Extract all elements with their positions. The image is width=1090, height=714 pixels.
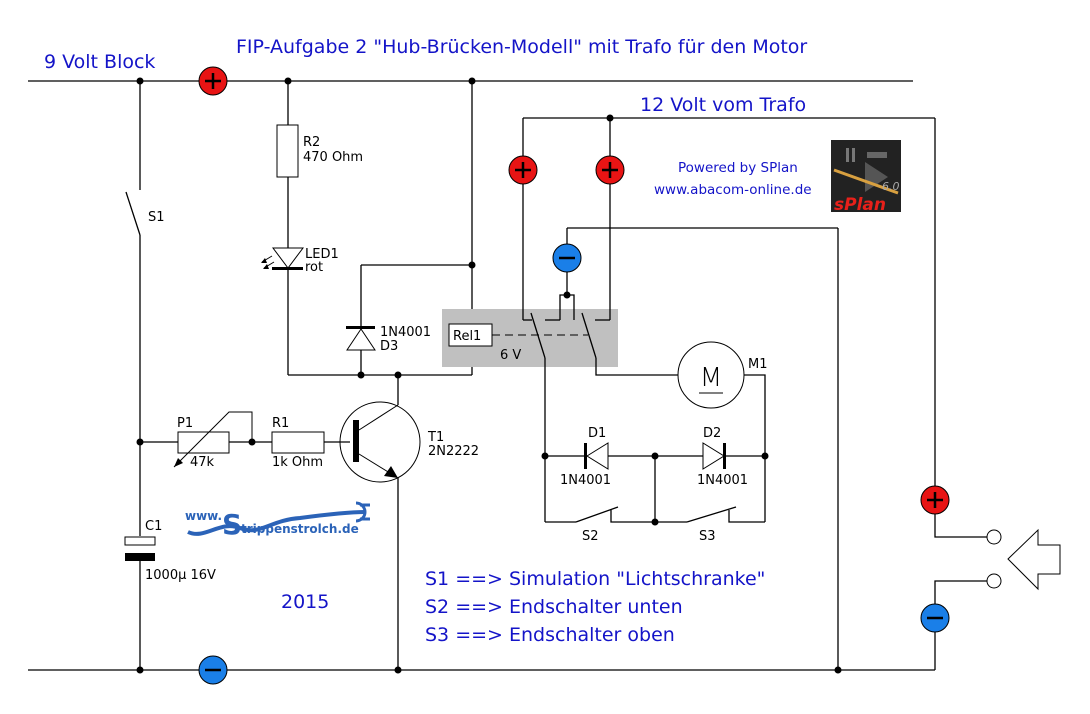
r2-value: 470 Ohm (303, 150, 363, 165)
transistor-t1 (339, 401, 421, 483)
t1-label: T1 (427, 430, 444, 445)
supply-minus-terminal (198, 655, 228, 685)
s1-label: S1 (148, 210, 165, 225)
resistor-r1 (271, 431, 325, 454)
wire (595, 358, 678, 376)
watermark-prefix: www. (185, 509, 222, 523)
trafo-minus-terminal (552, 243, 582, 273)
legend-line-1: S1 ==> Simulation "Lichtschranke" (425, 568, 765, 590)
d2-label: D2 (703, 426, 721, 441)
switch-s1 (125, 191, 141, 236)
legend-line-2: S2 ==> Endschalter unten (425, 596, 683, 618)
watermark-logo: www. S trippenstrolch.de (185, 501, 370, 541)
rel1-label: Rel1 (453, 329, 481, 344)
junction (651, 518, 659, 526)
watermark-initial: S (222, 508, 242, 541)
splan-logo-text: sPlan (834, 195, 886, 215)
powered-by-line1: Powered by SPlan (678, 160, 798, 176)
m1-label: M1 (748, 357, 768, 372)
t1-value: 2N2222 (428, 444, 479, 459)
junction (394, 371, 402, 379)
resistor-r2 (276, 124, 299, 178)
wire (559, 294, 575, 320)
splan-logo-version: 6.0 (882, 180, 900, 193)
year-label: 2015 (281, 591, 329, 613)
d2-value: 1N4001 (697, 473, 748, 488)
s3-label: S3 (699, 529, 716, 544)
powered-by-line2: www.abacom-online.de (654, 182, 812, 198)
d1-label: D1 (588, 426, 606, 441)
relay-contact-1 (530, 312, 546, 359)
led1-value: rot (305, 260, 323, 275)
input-arrow-icon (1007, 528, 1061, 591)
wire (728, 510, 765, 523)
diode-d2 (702, 442, 726, 470)
d3-value: 1N4001 (380, 325, 431, 340)
motor-symbol: M (700, 363, 722, 393)
p1-value: 47k (190, 455, 215, 470)
d3-label: D3 (380, 339, 398, 354)
supply-label: 9 Volt Block (44, 51, 155, 73)
trafo-plus-terminal-1 (508, 155, 538, 185)
splan-logo: 6.0 sPlan (831, 140, 901, 215)
input-minus-terminal (920, 603, 950, 633)
wire (934, 580, 987, 604)
wire (610, 510, 687, 523)
wire (744, 374, 766, 522)
diode-d1 (584, 442, 609, 470)
r2-label: R2 (303, 135, 320, 150)
junction (761, 452, 769, 460)
diode-d3 (346, 326, 376, 351)
trafo-label: 12 Volt vom Trafo (640, 94, 806, 116)
d1-value: 1N4001 (560, 473, 611, 488)
junction (248, 438, 256, 446)
legend-line-3: S3 ==> Endschalter oben (425, 624, 675, 646)
capacitor-c1 (124, 536, 156, 561)
s2-label: S2 (582, 529, 599, 544)
input-connector-2 (986, 573, 1002, 589)
wire (934, 514, 987, 538)
c1-label: C1 (145, 519, 162, 534)
trafo-plus-terminal-2 (595, 155, 625, 185)
switch-s2 (575, 506, 619, 523)
relay-contact-2 (581, 312, 597, 359)
motor-m1: M (677, 341, 745, 409)
switch-s3 (686, 506, 737, 523)
supply-plus-terminal (198, 66, 228, 96)
watermark-name: trippenstrolch.de (241, 522, 359, 536)
led-led1 (261, 247, 304, 270)
p1-label: P1 (177, 416, 193, 431)
input-plus-terminal (920, 485, 950, 515)
r1-label: R1 (272, 416, 289, 431)
rel1-value: 6 V (500, 348, 521, 363)
led1-label: LED1 (305, 247, 339, 262)
r1-value: 1k Ohm (272, 455, 323, 470)
c1-value: 1000µ 16V (145, 568, 216, 583)
junction (541, 452, 549, 460)
title: FIP-Aufgabe 2 "Hub-Brücken-Modell" mit T… (236, 36, 807, 58)
input-connector-1 (986, 529, 1002, 545)
